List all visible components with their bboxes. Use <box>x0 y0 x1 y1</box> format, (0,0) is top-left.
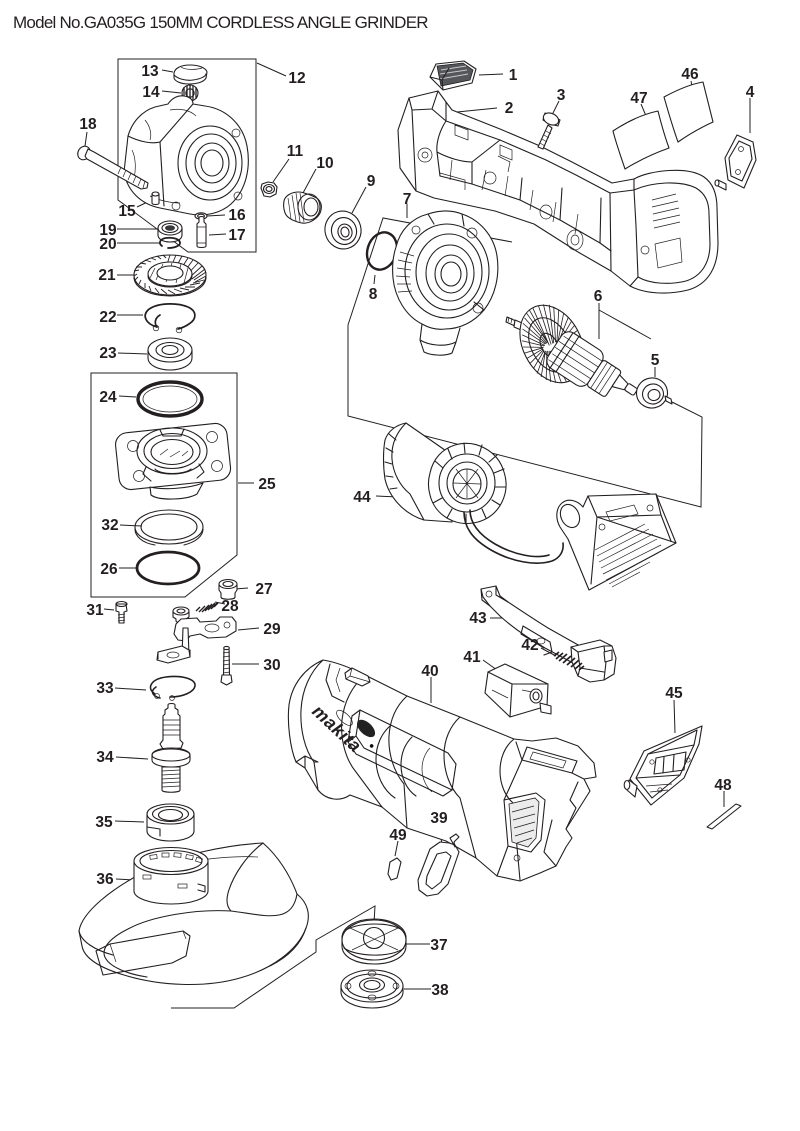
svg-text:31: 31 <box>86 602 104 619</box>
svg-text:2: 2 <box>505 100 514 117</box>
svg-text:39: 39 <box>430 810 448 827</box>
svg-text:41: 41 <box>463 649 481 666</box>
svg-text:15: 15 <box>118 203 136 220</box>
svg-text:4: 4 <box>746 84 755 101</box>
svg-text:3: 3 <box>557 87 566 104</box>
svg-text:12: 12 <box>288 70 305 87</box>
svg-text:25: 25 <box>258 476 276 493</box>
svg-text:26: 26 <box>100 561 118 578</box>
svg-text:37: 37 <box>430 937 447 954</box>
svg-text:28: 28 <box>221 598 239 615</box>
svg-text:11: 11 <box>287 143 304 160</box>
svg-text:46: 46 <box>681 66 699 83</box>
svg-text:27: 27 <box>255 581 272 598</box>
svg-text:13: 13 <box>141 63 159 80</box>
svg-text:7: 7 <box>403 191 412 208</box>
svg-text:48: 48 <box>714 777 732 794</box>
svg-text:19: 19 <box>99 222 117 239</box>
svg-text:44: 44 <box>353 489 371 506</box>
svg-text:32: 32 <box>101 517 118 534</box>
svg-text:1: 1 <box>509 67 518 84</box>
svg-text:24: 24 <box>99 389 117 406</box>
svg-text:23: 23 <box>99 345 117 362</box>
svg-text:Model No.GA035G 150MM CORDLESS: Model No.GA035G 150MM CORDLESS ANGLE GRI… <box>13 13 428 32</box>
svg-text:45: 45 <box>665 685 683 702</box>
svg-text:34: 34 <box>96 749 114 766</box>
svg-text:22: 22 <box>99 309 116 326</box>
svg-text:35: 35 <box>95 814 113 831</box>
svg-text:42: 42 <box>521 637 538 654</box>
svg-text:47: 47 <box>630 90 647 107</box>
svg-text:33: 33 <box>96 680 114 697</box>
svg-text:20: 20 <box>99 236 116 253</box>
svg-text:36: 36 <box>96 871 114 888</box>
svg-text:6: 6 <box>594 288 603 305</box>
svg-text:30: 30 <box>263 657 280 674</box>
svg-text:38: 38 <box>431 982 449 999</box>
svg-text:5: 5 <box>651 352 660 369</box>
svg-text:21: 21 <box>98 267 116 284</box>
svg-text:18: 18 <box>79 116 97 133</box>
svg-text:8: 8 <box>369 286 378 303</box>
svg-text:29: 29 <box>263 621 281 638</box>
svg-text:40: 40 <box>421 663 438 680</box>
svg-text:49: 49 <box>389 827 407 844</box>
svg-text:14: 14 <box>142 84 160 101</box>
svg-text:9: 9 <box>367 173 376 190</box>
svg-text:17: 17 <box>228 227 245 244</box>
svg-text:16: 16 <box>228 207 246 224</box>
svg-text:10: 10 <box>316 155 333 172</box>
svg-text:43: 43 <box>469 610 487 627</box>
